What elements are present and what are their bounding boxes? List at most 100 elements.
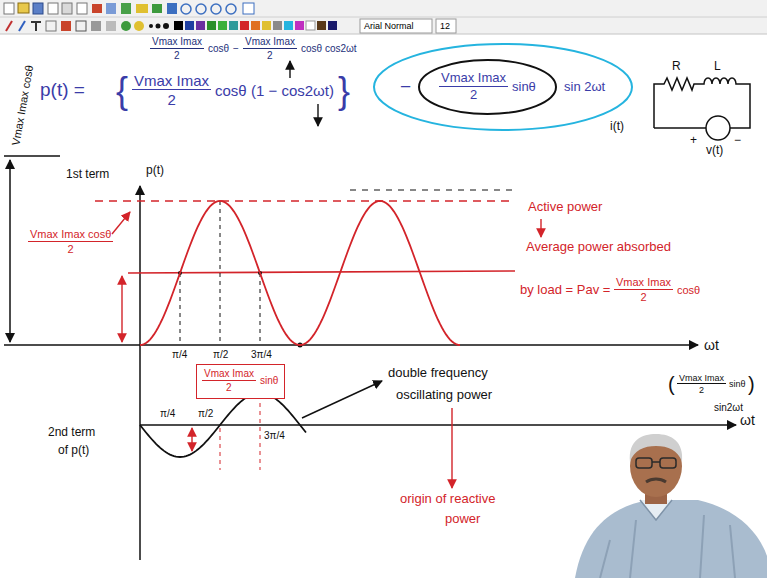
equation-term: Vmax Imax	[150, 36, 204, 49]
toolbar	[251, 21, 260, 30]
plot-axes	[4, 155, 60, 157]
toolbar	[152, 4, 162, 13]
toolbar	[306, 21, 315, 30]
term-ellipse-outline	[417, 58, 558, 116]
tick-label: π/4	[172, 349, 187, 361]
toolbar	[284, 21, 293, 30]
annotation-arrows	[451, 408, 452, 488]
equation-term: −	[400, 76, 411, 98]
equation-term: cosθ	[215, 82, 247, 99]
toolbar	[76, 21, 86, 31]
guide-lines	[260, 273, 261, 345]
rl-circuit	[706, 116, 730, 140]
equation-term: −	[233, 43, 239, 55]
magnitude-label: Vmax Imax cosθ	[9, 64, 36, 146]
guide-lines	[220, 201, 221, 345]
lecturer-figure	[636, 458, 652, 468]
toolbar	[0, 17, 767, 18]
toolbar	[181, 4, 191, 14]
toolbar-size: 12	[440, 21, 450, 31]
toolbar	[6, 21, 12, 31]
toolbar	[0, 0, 767, 34]
brace: }	[338, 70, 350, 111]
toolbar	[174, 21, 183, 30]
toolbar-font: Arial Normal	[364, 21, 414, 31]
plot-title: 1st term	[66, 168, 109, 182]
lecturer-figure	[646, 479, 666, 482]
equation-term: sinθ	[260, 375, 278, 387]
equation-term: cosθ	[208, 43, 229, 55]
toolbar	[295, 21, 304, 30]
toolbar	[317, 21, 326, 30]
toolbar	[243, 3, 254, 14]
equation-term: 2	[641, 291, 647, 304]
equation-term: 2	[226, 382, 232, 394]
toolbar	[196, 21, 205, 30]
tick-label: π/2	[213, 349, 228, 361]
plot-title: 2nd term	[48, 426, 95, 440]
toolbar	[163, 23, 169, 29]
annotation-arrows	[289, 61, 290, 78]
note: Average power absorbed	[526, 240, 671, 255]
equation-term: 2	[168, 91, 176, 108]
lecturer-figure	[652, 461, 660, 463]
toolbar	[262, 21, 271, 30]
toolbar	[46, 21, 56, 31]
equation-term: Vmax Imax	[202, 368, 256, 381]
highlight-ellipse: − sin 2ωt Vmax Imax2sinθ	[372, 42, 634, 132]
lecturer-figure	[630, 435, 682, 497]
toolbar	[31, 22, 41, 31]
bracket: )	[748, 373, 755, 396]
note: by load = Pav =	[520, 283, 610, 298]
note: origin of reactive	[400, 492, 495, 507]
power-curves	[140, 201, 460, 457]
second-term-curve	[140, 393, 306, 457]
amplitude-box: Vmax Imax2 sinθ	[196, 364, 285, 399]
lecturer-figure	[600, 515, 735, 578]
toolbar	[207, 21, 216, 30]
magnitude-label: Vmax Imax cosθ	[28, 228, 113, 242]
plot-axes	[139, 186, 141, 560]
lecturer-figure	[660, 458, 676, 468]
toolbar	[328, 21, 337, 30]
bracket: (	[668, 373, 675, 396]
axis-label: p(t)	[146, 164, 164, 178]
polarity-mark: +	[690, 134, 697, 148]
annotation-arrows	[191, 428, 192, 451]
toolbar	[4, 3, 14, 14]
toolbar	[48, 3, 58, 14]
brace: {	[116, 70, 128, 111]
polarity-mark: −	[734, 134, 741, 148]
equation-term: Vmax Imax	[614, 276, 673, 290]
component-label: L	[714, 60, 721, 74]
equation-term: Vmax Imax	[677, 373, 726, 384]
term-ellipse: Vmax Imax2sinθ	[417, 58, 558, 116]
rl-circuit	[654, 78, 750, 140]
toolbar	[92, 4, 102, 13]
equation-term: sin 2ωt	[564, 80, 605, 95]
signal-label: i(t)	[610, 120, 624, 134]
toolbar	[167, 3, 177, 14]
lecturer-figure	[575, 500, 767, 578]
guide-lines	[180, 273, 181, 345]
rl-circuit	[654, 127, 706, 129]
axis-label: ωt	[740, 412, 755, 428]
toolbar	[156, 24, 161, 29]
plot-axes	[140, 424, 736, 426]
first-term-curve	[140, 201, 460, 345]
guide-lines	[220, 428, 221, 470]
component-label: R	[672, 60, 681, 74]
highlight-ellipse-outline	[374, 44, 632, 130]
toolbar	[134, 21, 144, 31]
toolbar	[273, 21, 282, 30]
signal-label: v(t)	[706, 144, 723, 158]
toolbar	[91, 21, 101, 31]
note: power	[445, 512, 480, 527]
toolbar	[185, 21, 194, 30]
toolbar	[360, 19, 432, 33]
note: Active power	[528, 200, 602, 215]
equation-term: sinθ	[729, 379, 746, 389]
annotation-arrows	[540, 219, 541, 237]
note: oscillating power	[396, 388, 492, 403]
